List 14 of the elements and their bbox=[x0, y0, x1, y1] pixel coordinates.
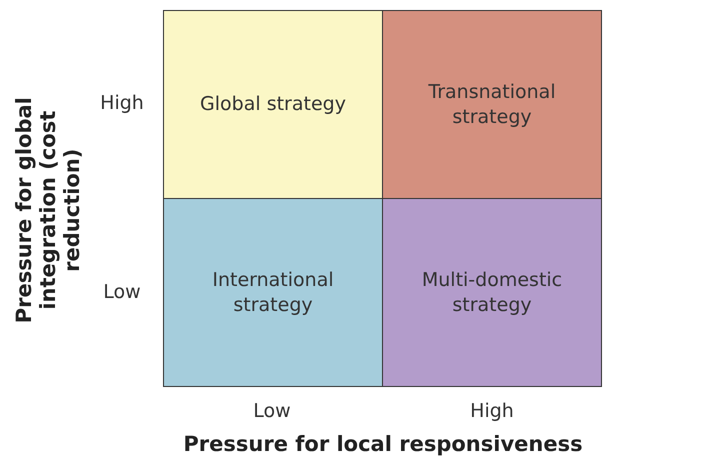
quadrant-box bbox=[382, 10, 602, 199]
axis-tick-label: High bbox=[469, 400, 515, 422]
axis-tick-label: High bbox=[99, 92, 145, 114]
axis-tick-label: Low bbox=[252, 400, 292, 422]
quadrant-box bbox=[163, 10, 383, 199]
axis-tick-label: Low bbox=[102, 281, 142, 303]
quadrant-box bbox=[382, 198, 602, 387]
quadrant-label: Multi-domestic strategy bbox=[420, 268, 564, 318]
quadrant-label: Transnational strategy bbox=[427, 80, 557, 130]
quadrant-box bbox=[163, 198, 383, 387]
axis-title: Pressure for local responsiveness bbox=[182, 432, 584, 456]
quadrant-label: International strategy bbox=[211, 268, 335, 318]
quadrant-label: Global strategy bbox=[199, 92, 347, 117]
axis-title: Pressure for global integration (cost reduction) bbox=[12, 96, 84, 326]
